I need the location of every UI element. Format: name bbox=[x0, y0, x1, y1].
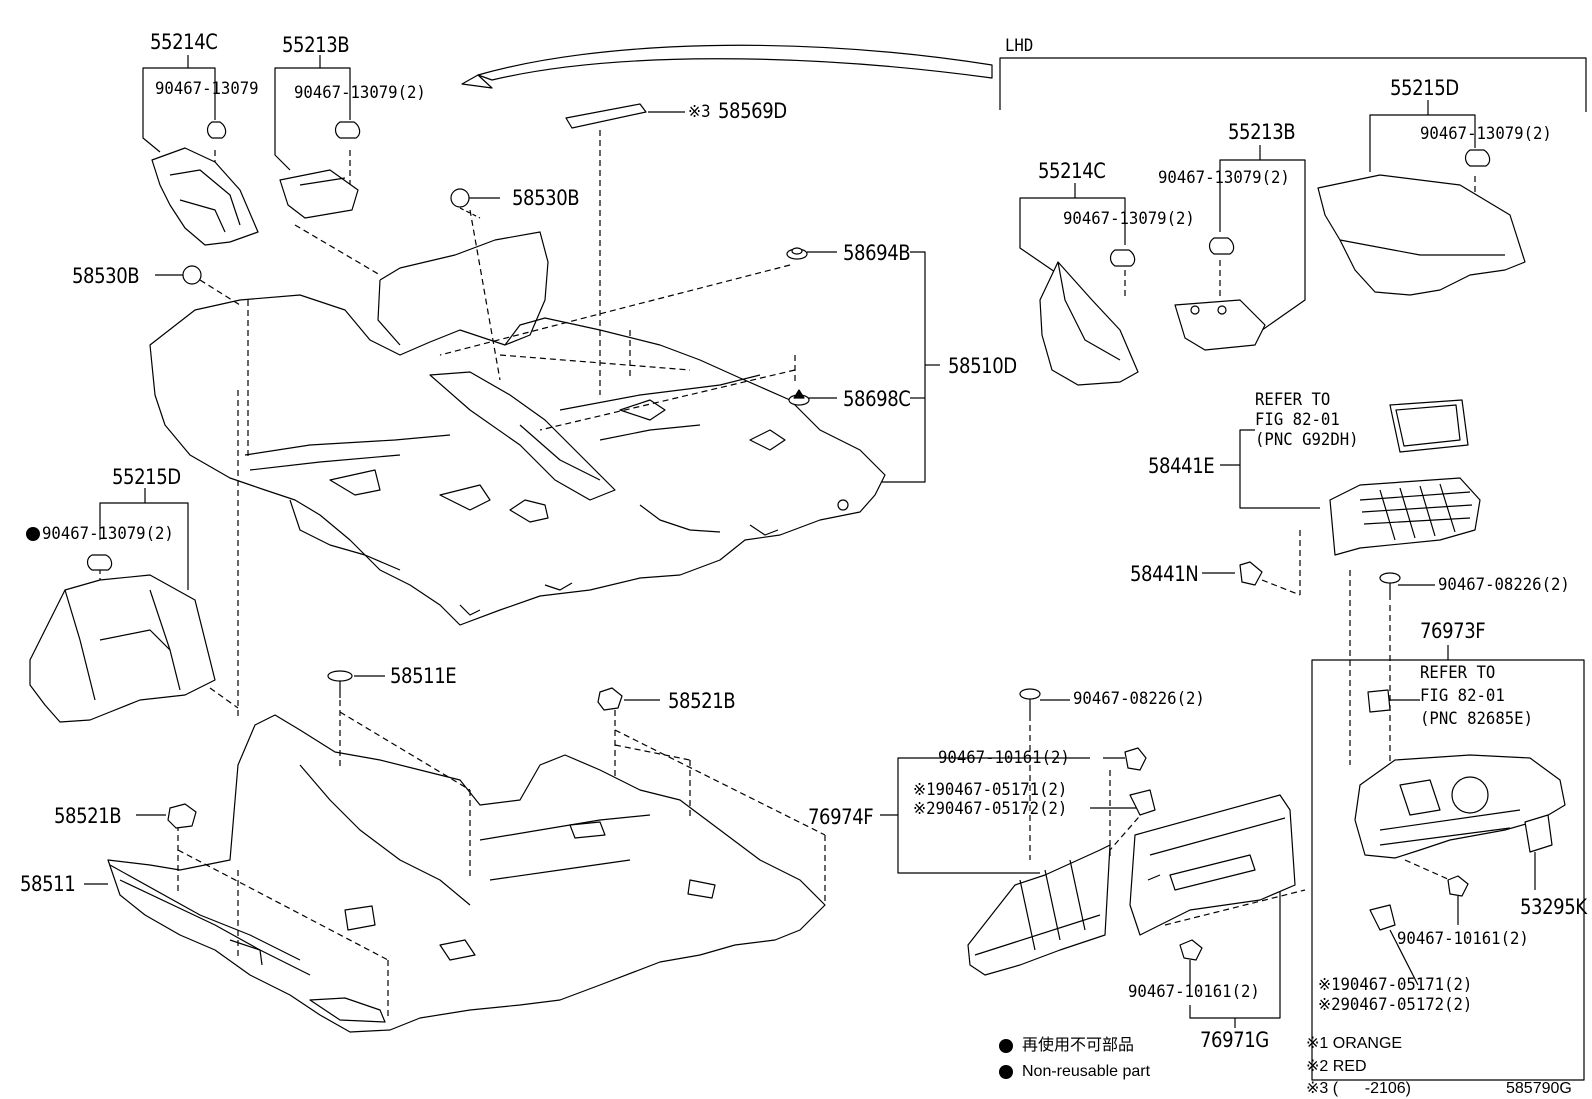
lhd-label: LHD bbox=[1005, 36, 1034, 56]
clip-58698C bbox=[788, 389, 810, 406]
cover-55214C-left bbox=[151, 121, 259, 246]
part-55215D-left: 55215D bbox=[112, 465, 181, 489]
leaders-58510D bbox=[439, 130, 940, 483]
part-58441N: 58441N bbox=[1130, 562, 1199, 586]
part-58510D: 58510D bbox=[948, 354, 1017, 378]
part-55214C-right: 55214C bbox=[1038, 159, 1106, 183]
part-90467-05171-a: ※190467-05171(2) bbox=[913, 780, 1068, 800]
refer-g92dh-line3: (PNC G92DH) bbox=[1255, 430, 1359, 450]
legend-non-reusable-jp: 再使用不可部品 bbox=[1022, 1037, 1135, 1054]
legend-note-orange: ※1 ORANGE bbox=[1306, 1035, 1403, 1052]
refer-82685e-line1: REFER TO bbox=[1420, 663, 1496, 683]
clip-58441N bbox=[1239, 561, 1263, 586]
clip-58530B-top bbox=[450, 188, 500, 219]
bracket-53295K bbox=[1524, 814, 1553, 890]
part-76971G: 76971G bbox=[1200, 1028, 1269, 1052]
refer-g92dh-line2: FIG 82-01 bbox=[1255, 410, 1340, 430]
leaders-55215D-left bbox=[99, 488, 239, 709]
refer-82685e-line3: (PNC 82685E) bbox=[1420, 709, 1534, 729]
clip-90467-10161-upper bbox=[1124, 747, 1147, 771]
clip-58511E bbox=[327, 670, 385, 698]
part-76973F: 76973F bbox=[1420, 619, 1486, 643]
legend-note-date: ※3 ( -2106) bbox=[1306, 1080, 1411, 1097]
refer-82685e-line2: FIG 82-01 bbox=[1420, 686, 1505, 706]
part-55214C-left: 55214C bbox=[150, 30, 218, 54]
part-58694B: 58694B bbox=[843, 241, 911, 265]
floor-carpet-58510D bbox=[149, 231, 886, 626]
part-90467-10161-c: 90467-10161(2) bbox=[1128, 982, 1260, 1002]
trim-76973F-panel bbox=[1354, 754, 1566, 859]
part-58530B-top: 58530B bbox=[512, 186, 580, 210]
clip-58521B-left bbox=[136, 803, 197, 829]
leaders-right-top bbox=[1019, 100, 1476, 336]
clip-90467-10161-box bbox=[1404, 859, 1469, 925]
part-55215D-right: 55215D bbox=[1390, 76, 1459, 100]
cover-55214C-right bbox=[1039, 249, 1139, 386]
figure-id: 585790G bbox=[1506, 1080, 1572, 1097]
clip-90467-10161-lower bbox=[1179, 939, 1203, 961]
leaders-76974F bbox=[880, 699, 1306, 1028]
part-90467-13079-d: 90467-13079(2) bbox=[1063, 209, 1195, 229]
cover-55215D-right bbox=[1317, 149, 1526, 296]
part-90467-05171-b: ※190467-05171(2) bbox=[1318, 975, 1473, 995]
part-90467-13079-f: 90467-13079(2) bbox=[1420, 124, 1552, 144]
part-76974F: 76974F bbox=[808, 805, 874, 829]
trim-76974F-panel bbox=[967, 844, 1111, 976]
strip-58569D bbox=[565, 103, 685, 129]
trim-76971G-panel bbox=[1129, 794, 1296, 936]
part-90467-05172-a: ※290467-05172(2) bbox=[913, 799, 1068, 819]
clip-58530B-left bbox=[155, 265, 241, 306]
part-55213B-left: 55213B bbox=[282, 33, 350, 57]
cover-55215D-left bbox=[29, 554, 216, 723]
leaders-58441E bbox=[1202, 429, 1435, 765]
non-reusable-bullet-icon bbox=[26, 527, 40, 541]
cover-55213B-right bbox=[1174, 237, 1266, 351]
cover-55213B-left bbox=[279, 121, 361, 219]
part-90467-08226-b: 90467-08226(2) bbox=[1073, 689, 1205, 709]
part-55213B-right: 55213B bbox=[1228, 120, 1296, 144]
legend-bullet-en-icon bbox=[999, 1065, 1013, 1079]
part-58698C: 58698C bbox=[843, 387, 911, 411]
legend-note-red: ※2 RED bbox=[1306, 1058, 1367, 1075]
part-90467-10161-b: 90467-10161(2) bbox=[1397, 929, 1529, 949]
part-90467-13079-b: 90467-13079(2) bbox=[294, 83, 426, 103]
part-90467-13079-a: 90467-13079 bbox=[155, 79, 259, 99]
clip-58521B-top bbox=[597, 687, 660, 711]
refer-box-82685E bbox=[1367, 689, 1391, 713]
legend-non-reusable-en: Non-reusable part bbox=[1022, 1063, 1151, 1080]
lhd-bracket bbox=[999, 57, 1587, 112]
clip-58694B bbox=[786, 247, 808, 260]
part-90467-05172-b: ※290467-05172(2) bbox=[1318, 995, 1473, 1015]
part-90467-13079-e: 90467-13079(2) bbox=[1158, 168, 1290, 188]
clip-90467-05171-box bbox=[1369, 904, 1419, 986]
clip-90467-08226-right bbox=[1379, 572, 1401, 600]
part-58441E: 58441E bbox=[1148, 454, 1215, 478]
part-90467-08226-a: 90467-08226(2) bbox=[1438, 575, 1570, 595]
legend-bullet-jp-icon bbox=[999, 1039, 1013, 1053]
refer-g92dh-line1: REFER TO bbox=[1255, 390, 1331, 410]
clip-90467-05171-upper bbox=[1129, 789, 1156, 816]
grille-58441E bbox=[1329, 477, 1481, 556]
floor-carpet-58511 bbox=[107, 714, 826, 1033]
part-58511E: 58511E bbox=[390, 664, 457, 688]
part-90467-13079-c: 90467-13079(2) bbox=[42, 524, 174, 544]
part-58521B-top: 58521B bbox=[668, 689, 736, 713]
leaders-58511 bbox=[84, 700, 826, 1020]
refer-box-G92DH bbox=[1389, 399, 1469, 453]
part-58569D: 58569D bbox=[718, 99, 787, 123]
part-58521B-left: 58521B bbox=[54, 804, 122, 828]
clip-90467-08226-lower bbox=[1019, 688, 1041, 715]
part-53295K: 53295K bbox=[1520, 895, 1587, 919]
part-58569D-mark: ※3 bbox=[688, 102, 711, 122]
part-58530B-left: 58530B bbox=[72, 264, 140, 288]
part-58511: 58511 bbox=[20, 872, 76, 896]
curved-arrow-icon bbox=[461, 44, 993, 89]
part-90467-10161-a: 90467-10161(2) bbox=[938, 748, 1070, 768]
